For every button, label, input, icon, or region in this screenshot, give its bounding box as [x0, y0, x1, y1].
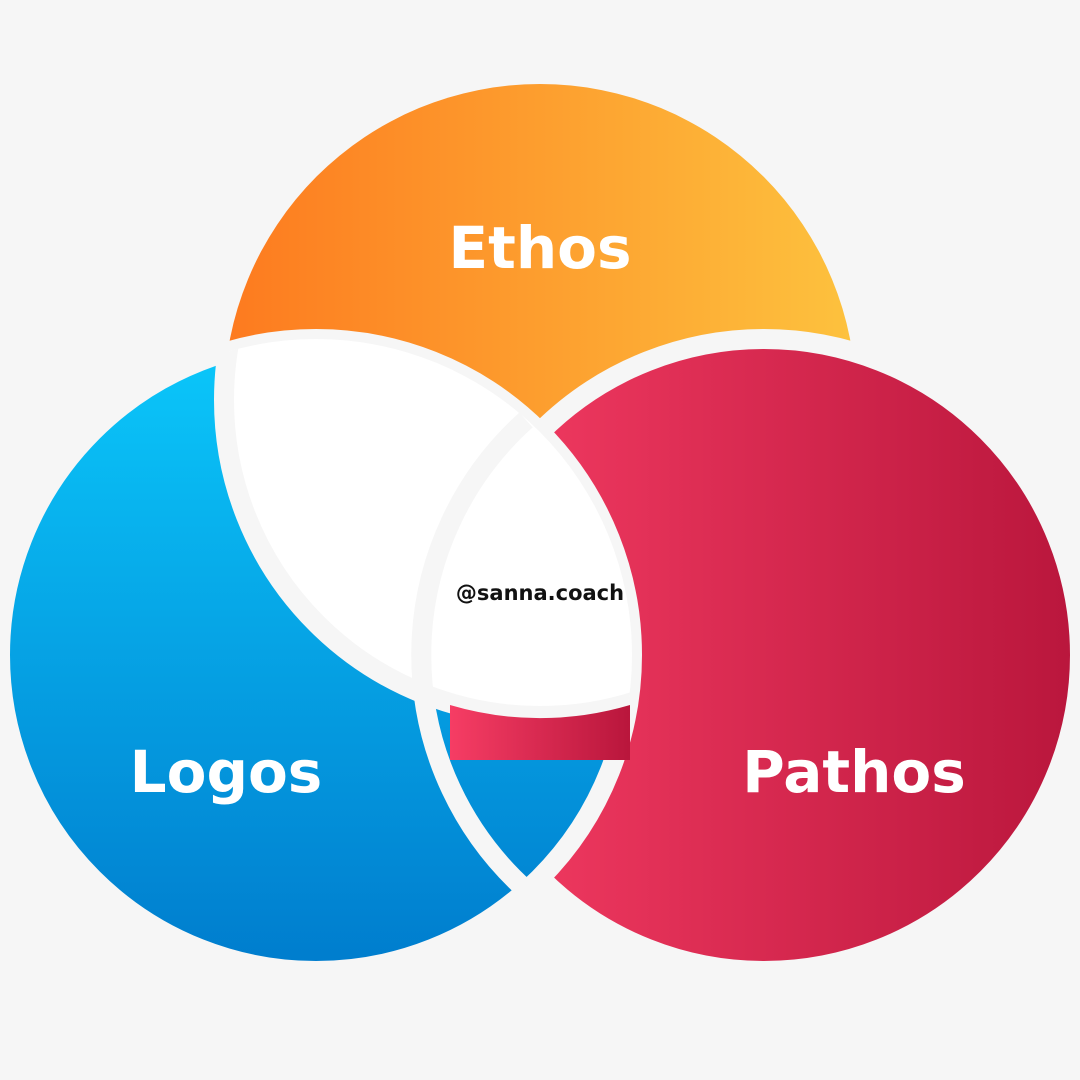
center-lens-lower-mask [450, 705, 630, 760]
pathos-label: Pathos [742, 738, 965, 806]
logos-label: Logos [130, 738, 323, 806]
ethos-label: Ethos [448, 214, 631, 282]
logos-right-edge [411, 412, 533, 898]
center-handle-label: @sanna.coach [456, 581, 624, 605]
